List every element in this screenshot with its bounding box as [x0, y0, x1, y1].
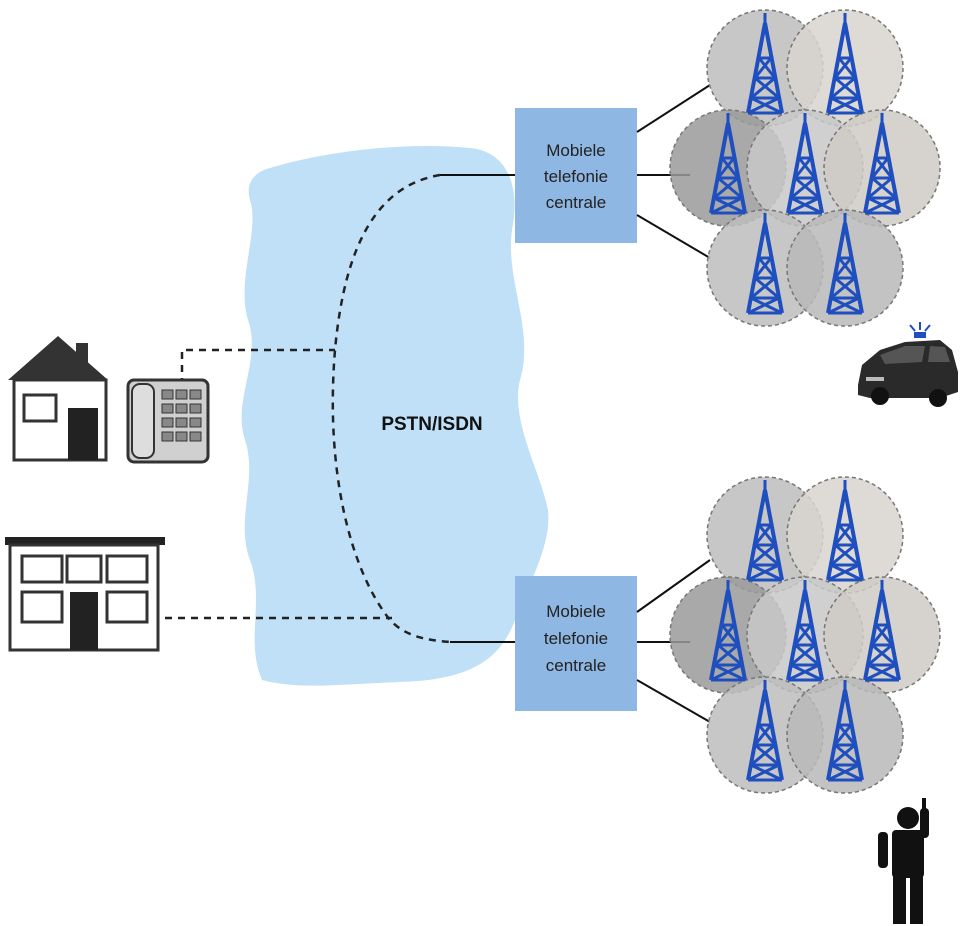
dashed-link-house — [180, 348, 335, 385]
switch-bottom-line-3: centrale — [546, 656, 606, 675]
person-with-handset-icon — [878, 798, 929, 924]
cell — [786, 9, 904, 127]
switch-bottom-line-1: Mobiele — [546, 602, 606, 621]
switch-top-box: Mobiele telefonie centrale — [515, 108, 637, 243]
cell-cluster-top — [669, 9, 941, 327]
house-icon — [8, 336, 108, 462]
car-icon — [858, 322, 958, 407]
cell — [786, 676, 904, 794]
switch-bottom-line-2: telefonie — [544, 629, 608, 648]
pstn-label: PSTN/ISDN — [381, 414, 482, 435]
pstn-cloud — [241, 146, 549, 686]
desk-telephone-icon — [126, 378, 210, 464]
cell — [786, 209, 904, 327]
switch-top-line-1: Mobiele — [546, 141, 606, 160]
cell — [786, 476, 904, 594]
cell — [823, 109, 941, 227]
cell — [823, 576, 941, 694]
cell-cluster-bottom — [669, 476, 941, 794]
switch-bottom-box: Mobiele telefonie centrale — [515, 576, 637, 711]
switch-top-line-3: centrale — [546, 193, 606, 212]
switch-top-line-2: telefonie — [544, 167, 608, 186]
office-building-icon — [5, 537, 165, 652]
